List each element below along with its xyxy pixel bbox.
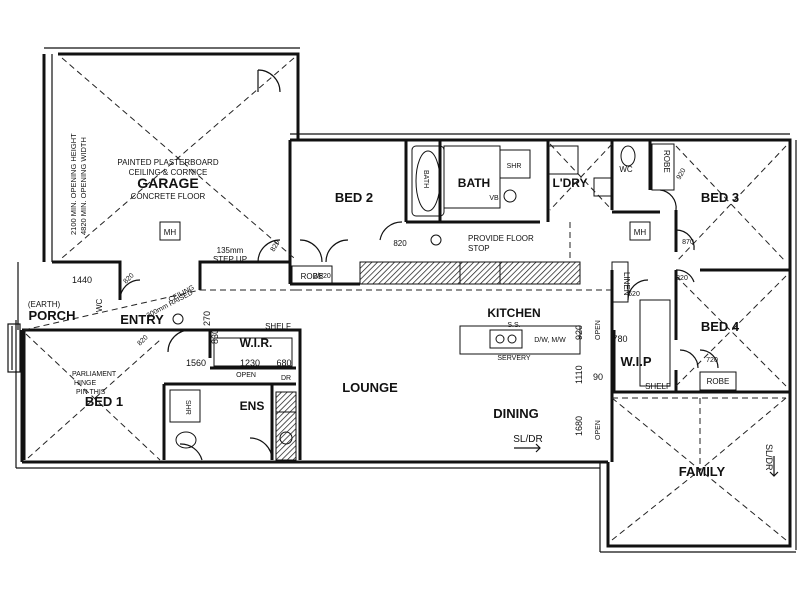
fixtures <box>159 143 737 449</box>
slider-arrows <box>514 443 779 477</box>
dim-1560: 1560 <box>186 358 206 368</box>
room-label-kitchen: KITCHEN <box>487 306 540 320</box>
plan-notes: PAINTED PLASTERBOARD CEILING & CORNICE C… <box>28 133 774 471</box>
room-label-wir: W.I.R. <box>240 336 273 350</box>
dim-1440: 1440 <box>72 275 92 285</box>
note-open-kitchen: OPEN <box>595 320 602 340</box>
window <box>7 323 21 373</box>
note-floor-stop-2: STOP <box>468 244 490 253</box>
dim-1230: 1230 <box>240 358 260 368</box>
note-robe-bed4: ROBE <box>707 377 730 386</box>
dim-820-garage: 820 <box>270 239 282 253</box>
dim-2-820: 2/820 <box>313 273 331 280</box>
note-parliament-2: HINGE <box>74 380 97 387</box>
dim-820-bed2: 820 <box>393 239 407 248</box>
dim-870: 870 <box>682 239 694 246</box>
dim-780: 780 <box>612 334 627 344</box>
note-manhole-hall: MH <box>634 228 647 237</box>
note-shelf-wir: SHELF <box>265 322 291 331</box>
room-label-bed4: BED 4 <box>701 319 740 334</box>
note-step-up-1: 135mm <box>217 246 244 255</box>
note-parliament-1: PARLIAMENT <box>72 371 117 378</box>
dim-620: 620 <box>628 291 640 298</box>
dim-270: 270 <box>202 311 212 326</box>
dim-720: 720 <box>706 357 718 364</box>
note-parliament-3: PIN THIS <box>76 389 106 396</box>
dim-920: 920 <box>574 325 584 340</box>
note-garage-opening-width: 4820 MIN. OPENING WIDTH <box>79 137 88 235</box>
note-open-wir: OPEN <box>236 372 256 379</box>
room-label-family: FAMILY <box>679 464 726 479</box>
ceiling-lines <box>23 57 787 541</box>
dimensions: 1440 1560 1230 680 830 270 920 1110 1680… <box>72 167 718 436</box>
dim-920-bed3: 920 <box>676 167 688 181</box>
note-bath-fixture: BATH <box>422 170 429 188</box>
note-manhole-garage: MH <box>164 228 177 237</box>
note-floor-stop-1: PROVIDE FLOOR <box>468 234 534 243</box>
note-shower-bath: SHR <box>507 163 522 170</box>
hatched-walls <box>275 261 581 461</box>
note-open-dining: OPEN <box>595 420 602 440</box>
room-label-garage: GARAGE <box>137 175 198 191</box>
note-linen: LINEN <box>622 272 631 296</box>
note-dw-mw: D/W, M/W <box>534 337 566 344</box>
note-shelf-wip: SHELF <box>645 382 671 391</box>
dim-820-bed1: 820 <box>136 334 149 347</box>
room-label-bed3: BED 3 <box>701 190 739 205</box>
note-earth: (EARTH) <box>28 300 61 309</box>
dim-1110: 1110 <box>574 365 584 384</box>
note-vanity-basin: VB <box>489 195 499 202</box>
note-step-up-2: STEP UP <box>213 255 247 264</box>
note-sliding-door-dining: SL/DR <box>513 434 542 445</box>
dim-820-entry: 820 <box>122 272 135 285</box>
note-wc-porch: WC <box>95 298 104 312</box>
note-shower-ens: SHR <box>184 400 191 415</box>
note-ss: S.S. <box>507 322 520 329</box>
note-garage-ceiling-2: CEILING & CORNICE <box>129 168 208 177</box>
note-wc-bath: WC <box>619 165 633 174</box>
room-label-ldry: L'DRY <box>552 176 587 190</box>
note-sliding-door-family: SL/DR <box>764 444 774 471</box>
room-label-entry: ENTRY <box>120 312 164 327</box>
note-garage-floor: CONCRETE FLOOR <box>131 192 206 201</box>
note-garage-opening-height: 2100 MIN. OPENING HEIGHT <box>69 133 78 235</box>
room-label-bath: BATH <box>458 176 490 190</box>
note-dr-wir: DR <box>281 375 291 382</box>
note-servery: SERVERY <box>497 355 531 362</box>
note-robe-bed3: ROBE <box>662 150 671 173</box>
dim-90: 90 <box>593 372 603 382</box>
room-label-dining: DINING <box>493 406 539 421</box>
doors <box>119 69 719 461</box>
room-label-wip: W.I.P <box>620 354 651 369</box>
room-labels: GARAGE BED 2 BATH L'DRY BED 3 PORCH ENTR… <box>29 175 740 479</box>
exterior-walls <box>15 47 797 553</box>
note-robe-bed2: ROBE <box>301 272 324 281</box>
dim-820-bed4: 820 <box>676 275 688 282</box>
note-garage-ceiling-1: PAINTED PLASTERBOARD <box>117 158 218 167</box>
room-label-ens: ENS <box>240 399 265 413</box>
room-label-bed1: BED 1 <box>85 394 123 409</box>
dim-1680: 1680 <box>574 416 584 436</box>
room-label-porch: PORCH <box>29 308 76 323</box>
dim-830: 830 <box>210 329 220 344</box>
room-label-lounge: LOUNGE <box>342 380 398 395</box>
room-label-bed2: BED 2 <box>335 190 373 205</box>
dim-680: 680 <box>276 358 291 368</box>
